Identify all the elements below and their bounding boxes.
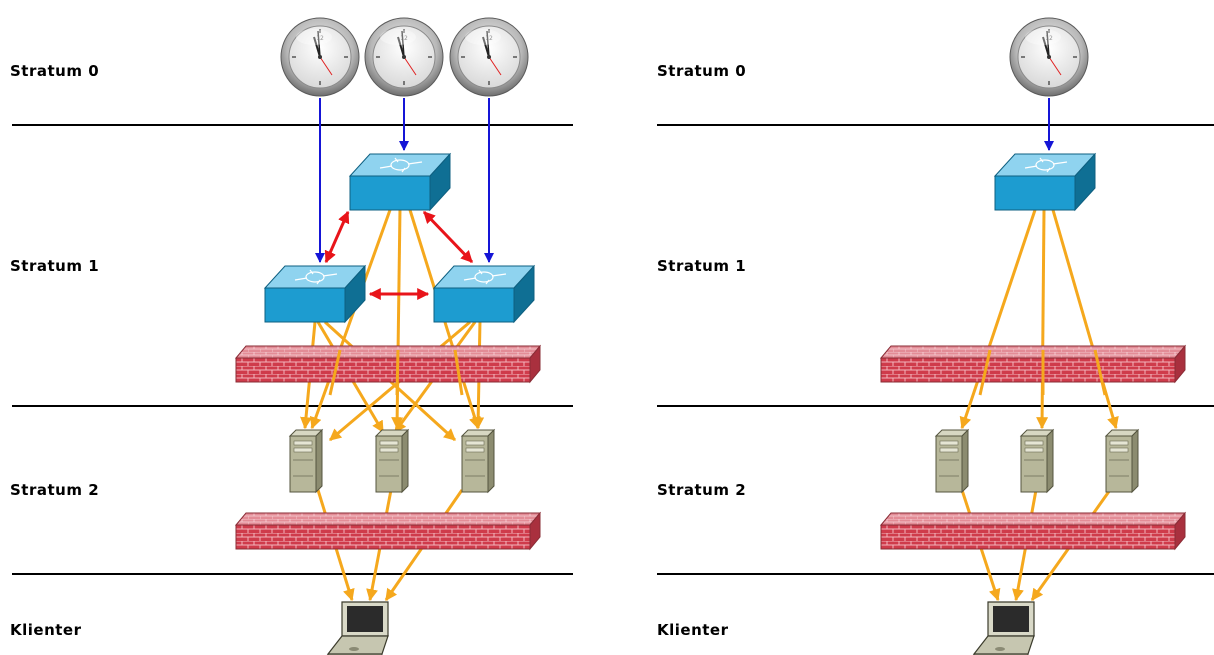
server-icon (462, 430, 494, 492)
router-icon (995, 154, 1095, 210)
firewall-icon (236, 513, 540, 549)
firewall-icon (881, 513, 1185, 549)
router-icon (434, 266, 534, 322)
firewall-icon (881, 346, 1185, 382)
laptop-icon (974, 602, 1034, 655)
clock-icon (365, 18, 443, 96)
router-icon (350, 154, 450, 210)
server-icon (376, 430, 408, 492)
server-icon (1106, 430, 1138, 492)
clock-icon (1010, 18, 1088, 96)
router-icon (265, 266, 365, 322)
right-diagram (657, 18, 1214, 655)
left-diagram (12, 18, 573, 655)
server-icon (290, 430, 322, 492)
clock-icon (281, 18, 359, 96)
data-links (962, 210, 1116, 428)
laptop-icon (328, 602, 388, 655)
clock-icon (450, 18, 528, 96)
server-icon (936, 430, 968, 492)
firewall-icon (236, 346, 540, 382)
server-icon (1021, 430, 1053, 492)
